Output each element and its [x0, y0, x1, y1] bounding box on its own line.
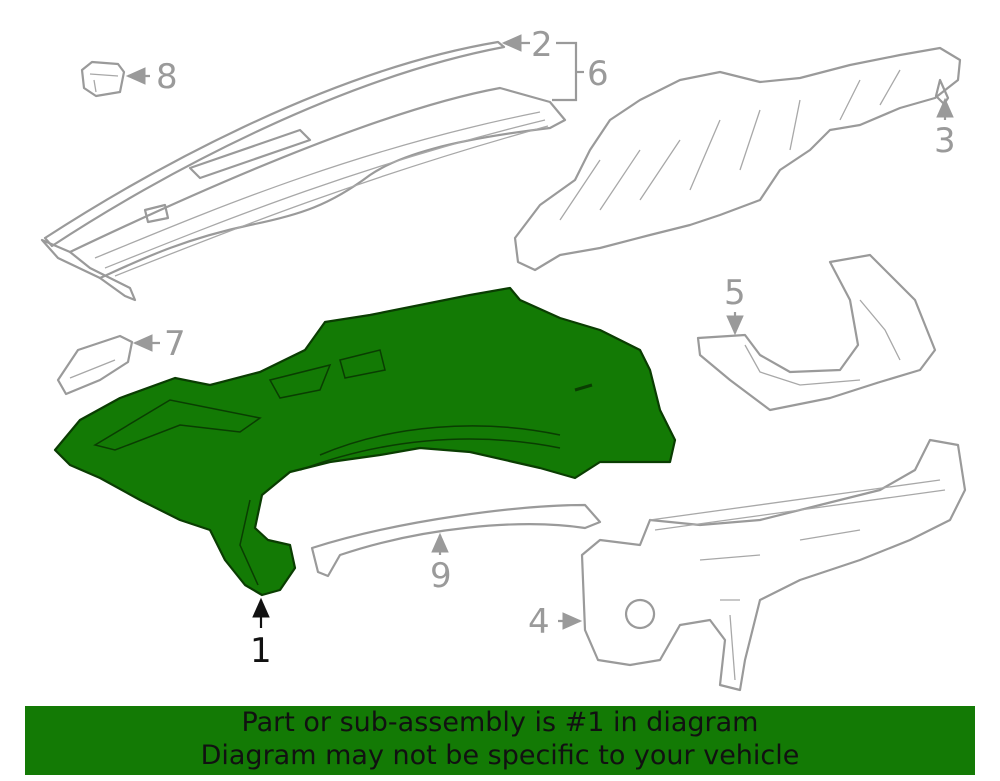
instrument-panel-part-1 — [53, 286, 677, 597]
callout-8: 8 — [156, 57, 178, 97]
callout-3: 3 — [934, 121, 956, 161]
upper-bracket-outline — [513, 46, 962, 272]
callout-9: 9 — [430, 556, 452, 596]
banner-line-1: Part or sub-assembly is #1 in diagram — [241, 707, 759, 738]
callout-leaders — [125, 34, 954, 630]
banner-line-2: Diagram may not be specific to your vehi… — [200, 740, 800, 771]
callout-6: 6 — [587, 54, 609, 94]
callout-5: 5 — [724, 273, 746, 313]
callout-7: 7 — [164, 324, 186, 364]
upper-dash-pad-outline — [40, 40, 567, 302]
callout-1: 1 — [250, 631, 272, 671]
cross-car-beam-outline — [580, 438, 967, 692]
callout-2: 2 — [531, 25, 553, 65]
vent-part-7-outline — [56, 334, 134, 396]
clip-part-8-outline — [80, 60, 126, 98]
parts-diagram: 2 6 8 3 5 7 9 4 1 — [40, 25, 967, 692]
bracket-part-5-outline — [696, 253, 937, 412]
callout-4: 4 — [528, 602, 550, 642]
info-banner: Part or sub-assembly is #1 in diagram Di… — [25, 706, 975, 775]
trim-strip-part-9-outline — [310, 503, 602, 578]
